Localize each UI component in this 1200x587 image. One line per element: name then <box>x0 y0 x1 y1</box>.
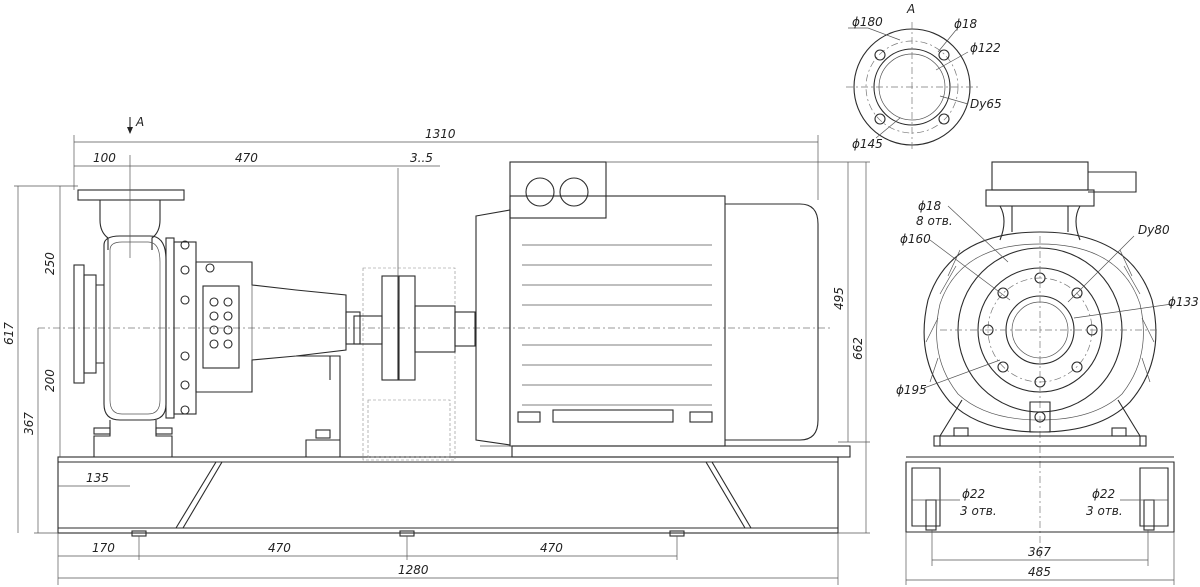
end-d-holes: ϕ18 <box>918 199 942 213</box>
base-dimensions: 135 170 470 470 1280 <box>57 471 839 585</box>
end-d-inner: ϕ133 <box>1168 295 1199 309</box>
dim-total-height: 617 <box>2 322 16 345</box>
view-arrow-a: A <box>127 115 144 134</box>
dim-flange-offset: 100 <box>93 151 116 165</box>
end-dn-inlet: Dy80 <box>1138 223 1170 237</box>
dim-coupling-gap: 3..5 <box>410 151 433 165</box>
end-base-hole-left-count: 3 отв. <box>960 504 997 518</box>
end-hole-spacing: 367 <box>1028 545 1051 559</box>
dim-lower-height: 200 <box>43 369 57 392</box>
end-d-outer: ϕ195 <box>896 383 927 397</box>
dim-upper-height: 250 <box>43 252 57 275</box>
left-dimensions: 617 250 200 367 <box>2 185 78 534</box>
dim-total-length: 1310 <box>425 127 456 141</box>
dim-overall-height: 662 <box>851 337 865 360</box>
flange-d-bolt-ring: ϕ180 <box>852 15 883 29</box>
end-base-hole-left: ϕ22 <box>962 487 985 501</box>
end-base-width: 485 <box>1028 565 1051 579</box>
dim-base-span-1: 470 <box>268 541 291 555</box>
end-holes-count: 8 отв. <box>916 214 953 228</box>
flange-d-outer: ϕ145 <box>852 137 883 151</box>
dim-base-span-2: 470 <box>540 541 563 555</box>
section-a-label: A <box>906 2 915 16</box>
end-base-hole-right-count: 3 отв. <box>1086 504 1123 518</box>
end-d-bolt-circle: ϕ160 <box>900 232 931 246</box>
electric-motor <box>475 161 851 458</box>
pump-casing <box>73 189 361 457</box>
coupling <box>353 168 476 461</box>
view-arrow-label: A <box>135 115 144 129</box>
dim-motor-height: 495 <box>832 287 846 310</box>
top-dimensions: 1310 100 470 3..5 <box>73 127 819 258</box>
dim-base-total-length: 1280 <box>398 563 429 577</box>
dim-base-left-offset: 170 <box>92 541 115 555</box>
baseplate <box>57 456 839 537</box>
flange-section-a: A ϕ180 ϕ18 ϕ122 Dy65 ϕ145 <box>846 2 1002 151</box>
flange-dn-outlet: Dy65 <box>970 97 1002 111</box>
dim-base-flange-offset: 135 <box>86 471 109 485</box>
flange-d-holes: ϕ18 <box>954 17 978 31</box>
end-base-hole-right: ϕ22 <box>1092 487 1115 501</box>
flange-d-inner: ϕ122 <box>970 41 1001 55</box>
dim-shaft-height: 367 <box>22 412 36 435</box>
end-view: ϕ18 8 отв. ϕ160 Dy80 ϕ133 ϕ195 ϕ22 3 отв… <box>896 161 1199 585</box>
front-view: A <box>2 115 870 585</box>
dim-pump-length: 470 <box>235 151 258 165</box>
right-dimensions: 495 662 <box>606 161 870 534</box>
